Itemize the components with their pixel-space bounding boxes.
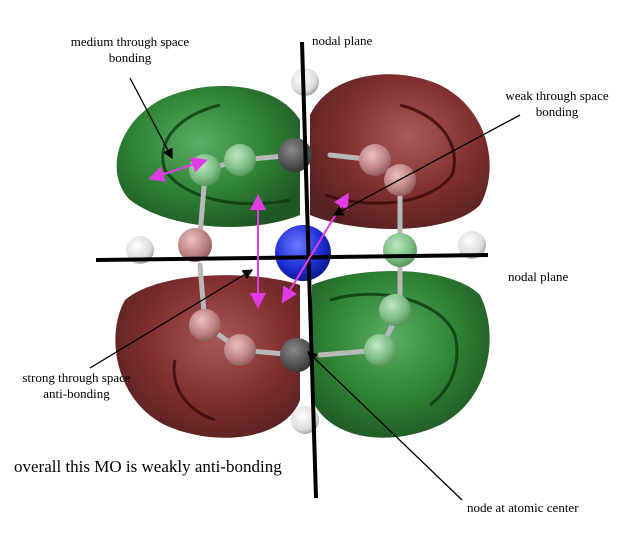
label-strong-line1: strong through space [22,370,131,385]
label-weak-bonding: weak through space bonding [488,88,626,120]
label-strong-antibonding: strong through space anti-bonding [4,370,149,402]
lobe-lower-right-green [312,271,490,438]
leader-arrows [89,77,521,501]
label-nodal-plane-right: nodal plane [508,269,569,284]
label-node-atomic-center: node at atomic center [467,500,579,515]
label-nodal-plane-top: nodal plane [312,33,373,48]
label-medium-line1: medium through space [70,34,190,49]
central-atom [275,225,331,281]
label-weak-line1: weak through space [505,88,609,103]
label-strong-line2: anti-bonding [43,386,110,401]
label-medium-line2: bonding [108,50,152,65]
label-weak-line2: bonding [535,104,579,119]
label-medium-bonding: medium through space bonding [50,34,210,66]
label-overall: overall this MO is weakly anti-bonding [14,457,282,476]
lobe-lower-left-red [115,275,300,438]
lobe-upper-right-red [310,74,490,229]
nodal-plane-horizontal [95,253,489,262]
